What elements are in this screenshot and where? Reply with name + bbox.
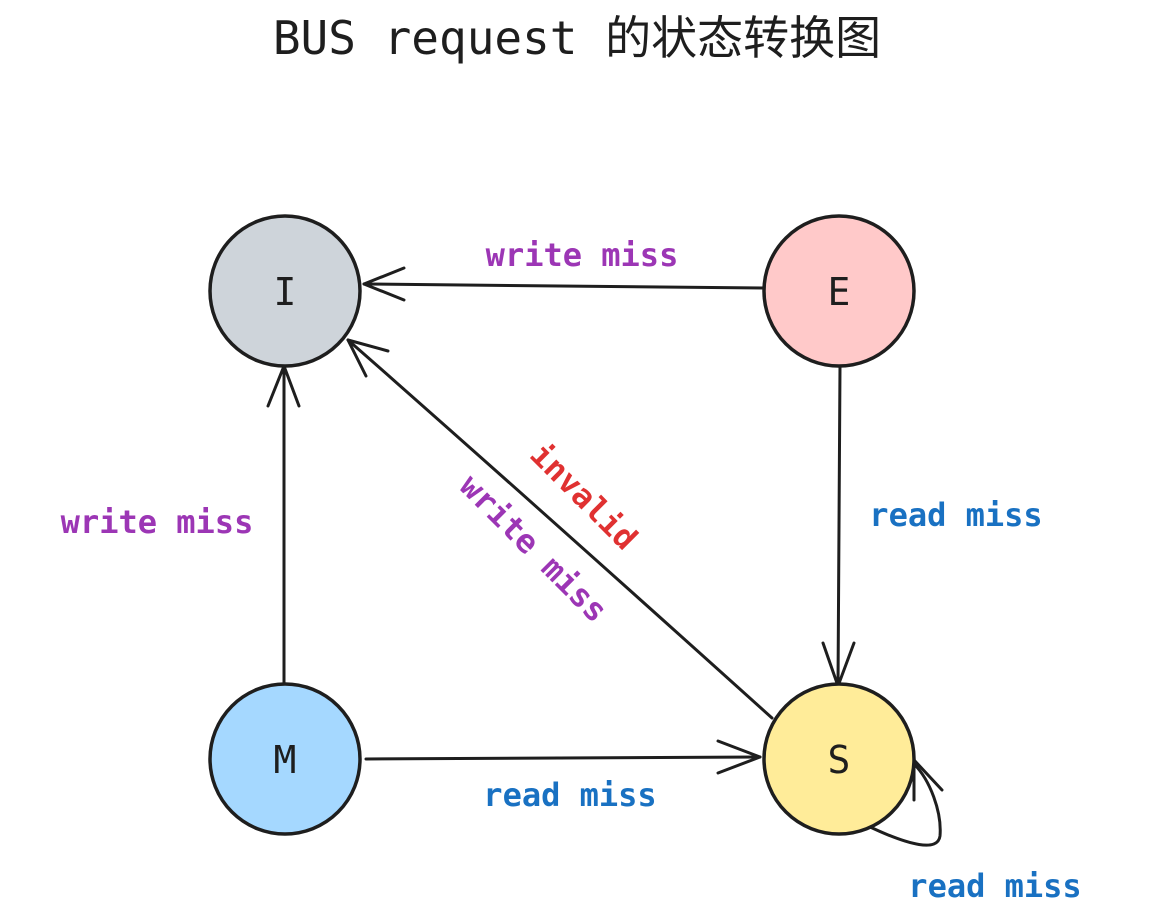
- edge-s-to-s-line: [866, 762, 942, 847]
- state-node-s-circle: [762, 682, 916, 836]
- edge-m-to-s-arrowhead: [716, 739, 762, 775]
- state-node-e-label: E: [828, 270, 851, 314]
- state-node-m-label: M: [274, 738, 297, 782]
- edge-m-to-s: [364, 739, 762, 775]
- edge-m-to-s-label: read miss: [483, 776, 656, 814]
- edge-s-to-i: [346, 338, 774, 720]
- edge-e-to-i-label: write miss: [486, 236, 679, 274]
- diagram-title: BUS request 的状态转换图: [273, 11, 881, 65]
- edge-s-to-s-label: read miss: [908, 867, 1081, 905]
- edge-e-to-i: [362, 266, 766, 302]
- edge-s-to-s-arrowhead: [912, 758, 944, 802]
- edge-e-to-i-arrowhead: [362, 266, 406, 302]
- state-node-e: E: [762, 214, 916, 368]
- state-node-s: S: [762, 682, 916, 836]
- edge-e-to-s-line: [836, 364, 842, 688]
- state-node-i-label: I: [274, 270, 297, 314]
- edge-s-to-i-line: [346, 338, 774, 720]
- edge-e-to-s: [821, 364, 856, 688]
- edge-e-to-i-line: [362, 282, 766, 290]
- state-node-s-label: S: [828, 738, 851, 782]
- edge-m-to-i-label: write miss: [61, 503, 254, 541]
- edge-m-to-i: [266, 364, 301, 688]
- edge-s-to-i-arrowhead: [346, 338, 390, 378]
- state-node-i: I: [208, 214, 362, 368]
- state-node-e-circle: [762, 214, 916, 368]
- edge-m-to-s-line: [364, 755, 762, 761]
- state-node-i-circle: [208, 214, 362, 368]
- state-node-m-circle: [208, 682, 362, 836]
- state-node-m: M: [208, 682, 362, 836]
- edge-e-to-s-label: read miss: [869, 496, 1042, 534]
